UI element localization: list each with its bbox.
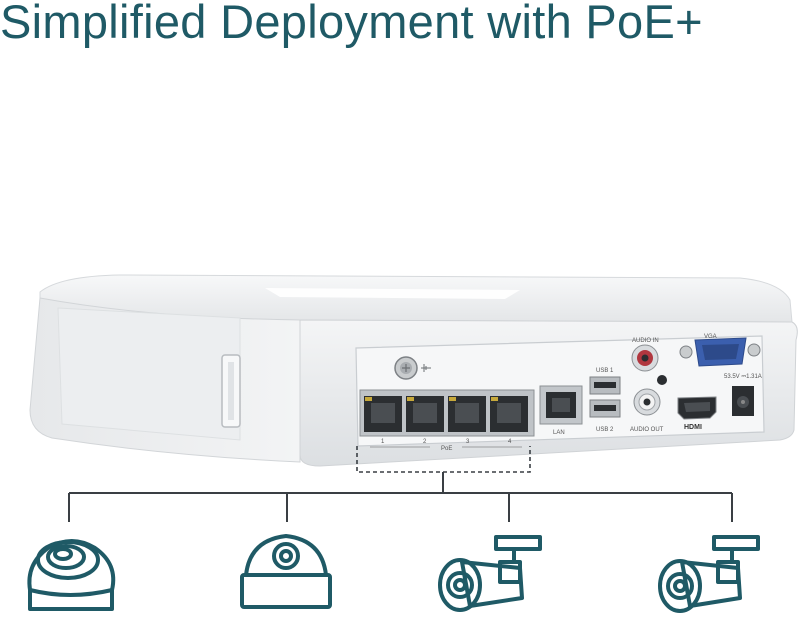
audio-out-port[interactable]: AUDIO OUT <box>630 388 664 433</box>
audio-in-label: AUDIO IN <box>632 338 659 344</box>
nvr-device: 1 2 3 4 PoE LAN USB 1 USB 2 AUDIO IN <box>29 274 798 467</box>
bullet-camera-icon <box>438 535 542 612</box>
poe-port-number: 1 <box>381 439 385 445</box>
poe-port-3[interactable] <box>448 396 486 432</box>
usb-port-2[interactable]: USB 2 <box>589 399 621 433</box>
poe-port-1[interactable] <box>364 396 402 432</box>
poe-port-number: 3 <box>466 439 470 445</box>
poe-label: PoE <box>441 446 452 452</box>
lan-label: LAN <box>553 430 565 436</box>
power-port[interactable]: 53.5V ⎓1.31A <box>724 374 762 416</box>
poe-port-4[interactable] <box>490 396 528 432</box>
lan-port[interactable]: LAN <box>539 385 583 436</box>
bullet-camera-icon <box>658 535 760 613</box>
hdmi-label: HDMI <box>684 424 702 431</box>
poe-port-number: 2 <box>423 439 427 445</box>
dome-camera-icon <box>240 534 332 609</box>
page-title: Simplified Deployment with PoE+ <box>0 0 703 48</box>
usb-port-1[interactable]: USB 1 <box>589 368 621 395</box>
turret-camera-icon <box>27 539 116 611</box>
poe-port-number: 4 <box>508 439 512 445</box>
ground-screw-icon <box>394 356 431 380</box>
usb1-label: USB 1 <box>596 368 614 374</box>
usb2-label: USB 2 <box>596 427 614 433</box>
hdmi-port[interactable]: HDMI <box>677 396 717 431</box>
poe-port-block: 1 2 3 4 PoE <box>359 389 535 452</box>
vga-label: VGA <box>704 334 717 340</box>
connection-lines <box>68 472 733 522</box>
status-led <box>657 375 667 385</box>
power-label: 53.5V ⎓1.31A <box>724 374 762 380</box>
audio-in-port[interactable]: AUDIO IN <box>631 338 659 372</box>
audio-out-label: AUDIO OUT <box>630 427 664 433</box>
vga-port[interactable]: VGA <box>679 334 761 367</box>
poe-port-2[interactable] <box>406 396 444 432</box>
